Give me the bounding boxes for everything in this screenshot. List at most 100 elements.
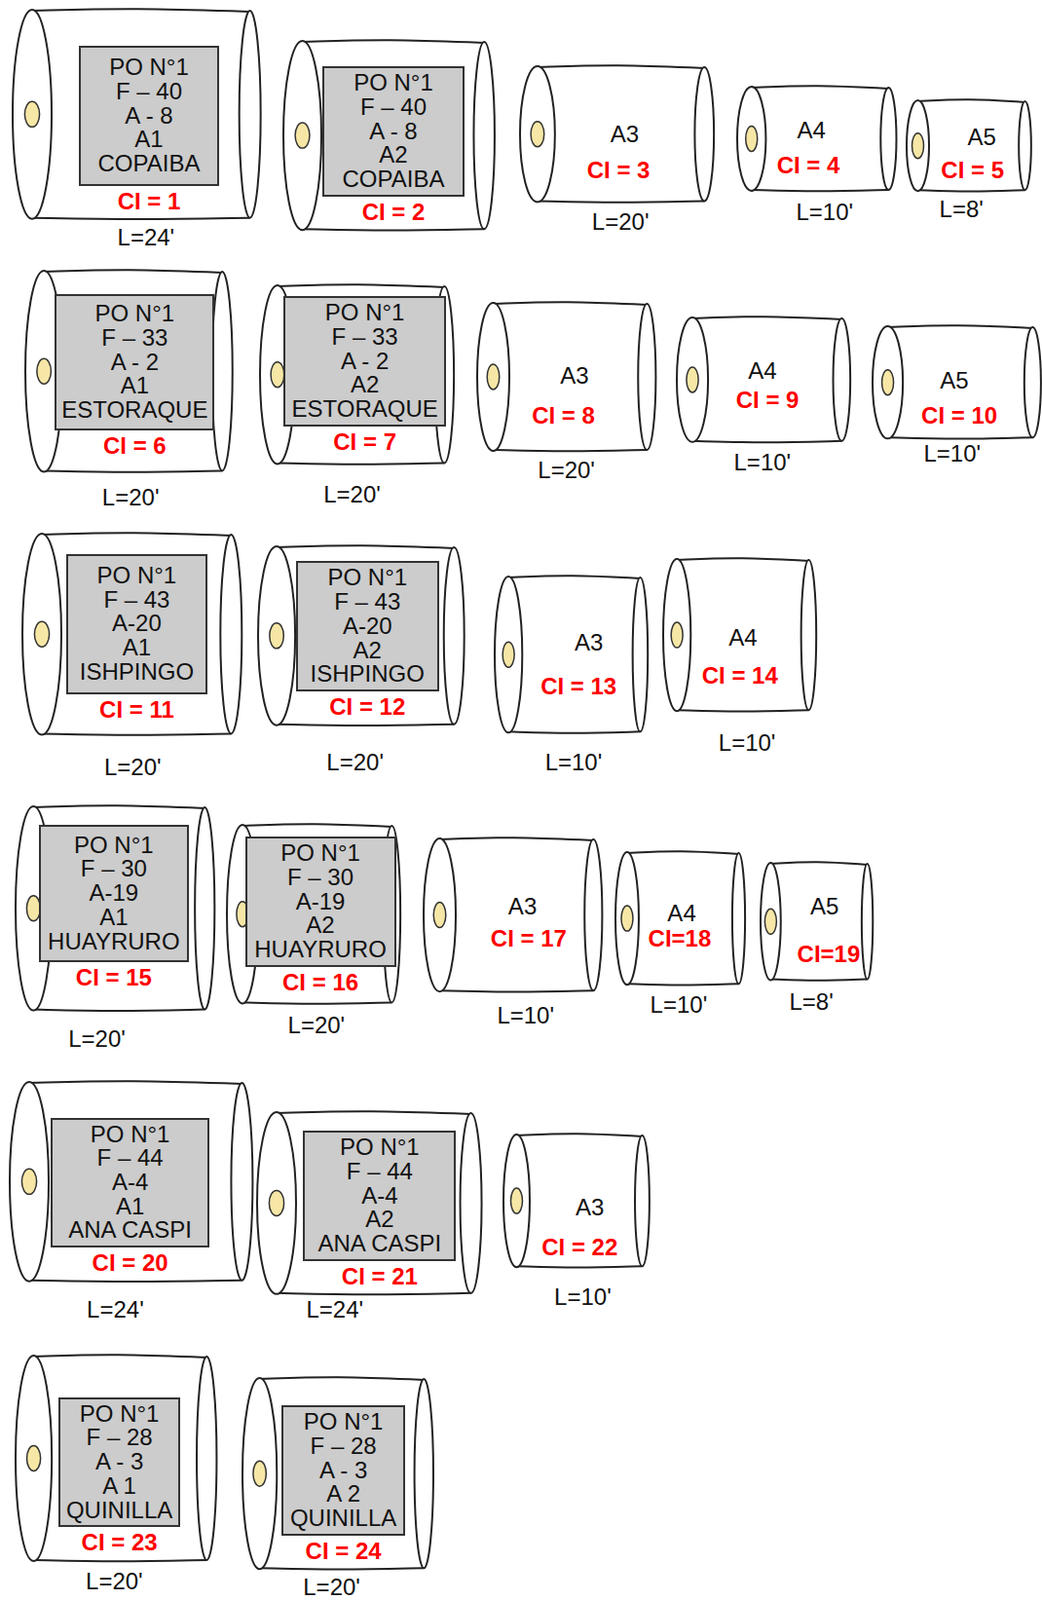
- length-label: L=20': [537, 457, 596, 484]
- ci-number: CI = 2: [362, 199, 426, 225]
- log-code: A4: [667, 900, 696, 927]
- length-label: L=24': [86, 1296, 145, 1322]
- ci-number: CI = 9: [736, 387, 800, 413]
- length-label: L=20': [85, 1568, 144, 1595]
- ci-number: CI = 12: [329, 694, 406, 720]
- length-label: L=10': [734, 449, 792, 476]
- ci-number: CI = 21: [341, 1264, 418, 1290]
- tag-text: A - 2: [111, 350, 159, 375]
- tag-text: ESTORAQUE: [61, 398, 208, 423]
- log-code: A3: [575, 1194, 604, 1221]
- log: A3 CI = 3: [520, 66, 714, 202]
- length-label: L=20': [102, 484, 160, 511]
- log: CI = 7PO N°1F – 33A - 2A2ESTORAQUE: [260, 285, 454, 464]
- label-tag: PO N°1F – 44A-4A1ANA CASPI: [50, 1117, 209, 1249]
- ci-number: CI = 20: [92, 1250, 169, 1276]
- ci-number: CI = 13: [540, 673, 617, 700]
- tag-text: PO N°1: [353, 71, 434, 96]
- tag-text: PO N°1: [90, 1122, 171, 1148]
- tag-text: A - 3: [95, 1450, 144, 1475]
- log: CI = 16PO N°1F – 30A-19A2HUAYRURO: [226, 824, 401, 1004]
- log: CI = 2PO N°1F – 40A - 8A2COPAIBA: [283, 40, 495, 230]
- ci-number: CI = 14: [702, 663, 779, 689]
- tag-text: A - 8: [124, 104, 173, 129]
- tag-text: PO N°1: [109, 55, 189, 80]
- log-code: A3: [610, 121, 639, 148]
- log-code: A3: [508, 893, 537, 919]
- tag-text: F – 44: [346, 1159, 413, 1185]
- log: A4CI = 4: [737, 86, 896, 191]
- tag-text: A1: [134, 127, 163, 152]
- log-code: A4: [747, 358, 777, 384]
- ci-number: CI = 5: [940, 157, 1005, 184]
- ci-number: CI = 8: [531, 402, 596, 428]
- ci-number: CI = 17: [490, 926, 567, 952]
- tag-text: ANA CASPI: [68, 1218, 192, 1243]
- tag-text: F – 33: [101, 326, 168, 351]
- log: A4 CI = 14: [663, 558, 817, 711]
- tag-text: ISHPINGO: [79, 660, 194, 685]
- tag-text: PO N°1: [95, 301, 176, 327]
- tag-text: PO N°1: [339, 1135, 420, 1160]
- tag-text: QUINILLA: [66, 1498, 173, 1524]
- log: A5CI=19: [760, 862, 873, 981]
- tag-text: A 1: [102, 1474, 137, 1499]
- tag-text: PO N°1: [79, 1402, 160, 1427]
- tag-text: A2: [350, 372, 379, 398]
- length-label: L=10': [923, 441, 981, 467]
- tag-text: A-19: [88, 881, 139, 906]
- label-tag: PO N°1F – 40A - 8A2COPAIBA: [322, 66, 465, 197]
- ci-number: CI = 22: [541, 1233, 618, 1260]
- tag-text: F – 44: [97, 1146, 164, 1171]
- label-tag: PO N°1F – 33A - 2A1ESTORAQUE: [54, 294, 215, 431]
- log: CI = 21PO N°1F – 44A-4A2ANA CASPI: [257, 1112, 483, 1295]
- tag-text: HUAYRURO: [254, 937, 387, 963]
- log-code: A3: [574, 630, 603, 656]
- ci-number: CI = 3: [587, 157, 651, 184]
- tag-text: COPAIBA: [342, 167, 446, 192]
- ci-number: CI = 6: [103, 433, 167, 459]
- tag-text: A - 2: [340, 349, 389, 374]
- log: CI = 23PO N°1F – 28A - 3A 1QUINILLA: [15, 1355, 217, 1562]
- log: A3 CI = 13: [494, 576, 648, 733]
- label-tag: PO N°1F – 33A - 2A2ESTORAQUE: [283, 296, 447, 427]
- tag-text: A-4: [361, 1184, 398, 1209]
- tag-text: QUINILLA: [290, 1506, 397, 1531]
- log: A5 CI = 10: [872, 326, 1042, 439]
- log: A3 CI = 22: [503, 1134, 650, 1267]
- tag-text: PO N°1: [280, 841, 361, 866]
- tag-text: F – 33: [332, 325, 399, 350]
- label-tag: PO N°1F – 30A-19A1HUAYRURO: [38, 824, 189, 963]
- tag-text: A-20: [111, 611, 162, 636]
- label-tag: PO N°1F – 28A - 3A 1QUINILLA: [58, 1397, 182, 1528]
- length-label: L=20': [104, 754, 162, 781]
- label-tag: PO N°1F – 43A-20A1ISHPINGO: [66, 554, 208, 695]
- length-label: L=10': [795, 199, 854, 225]
- ci-number: CI = 15: [75, 965, 152, 991]
- tag-text: COPAIBA: [98, 151, 201, 177]
- ci-number: CI = 10: [921, 402, 998, 428]
- tag-text: ISHPINGO: [310, 662, 425, 687]
- tag-text: F – 28: [86, 1425, 153, 1451]
- log-code: A4: [728, 625, 757, 651]
- log: CI = 20PO N°1F – 44A-4A1ANA CASPI: [9, 1081, 253, 1282]
- log-code: A5: [810, 893, 839, 919]
- label-tag: PO N°1F – 40A - 8A1COPAIBA: [78, 45, 221, 187]
- log-code: A5: [939, 368, 968, 394]
- tag-text: A 2: [326, 1482, 361, 1507]
- ci-number: CI=18: [648, 926, 712, 952]
- length-label: L=24': [305, 1296, 364, 1322]
- tag-text: F – 40: [115, 79, 183, 105]
- ci-number: CI = 23: [81, 1529, 158, 1556]
- log: A4 CI = 9: [676, 317, 851, 443]
- tag-text: A-20: [342, 614, 393, 639]
- tag-text: A2: [378, 143, 408, 168]
- tag-text: PO N°1: [303, 1410, 384, 1435]
- tag-text: F – 43: [103, 588, 170, 613]
- tag-text: A1: [99, 905, 128, 931]
- tag-text: A1: [120, 373, 149, 399]
- length-label: L=20': [323, 482, 381, 508]
- tag-text: HUAYRURO: [47, 930, 181, 955]
- log: CI = 15PO N°1F – 30A-19A1HUAYRURO: [15, 806, 215, 1011]
